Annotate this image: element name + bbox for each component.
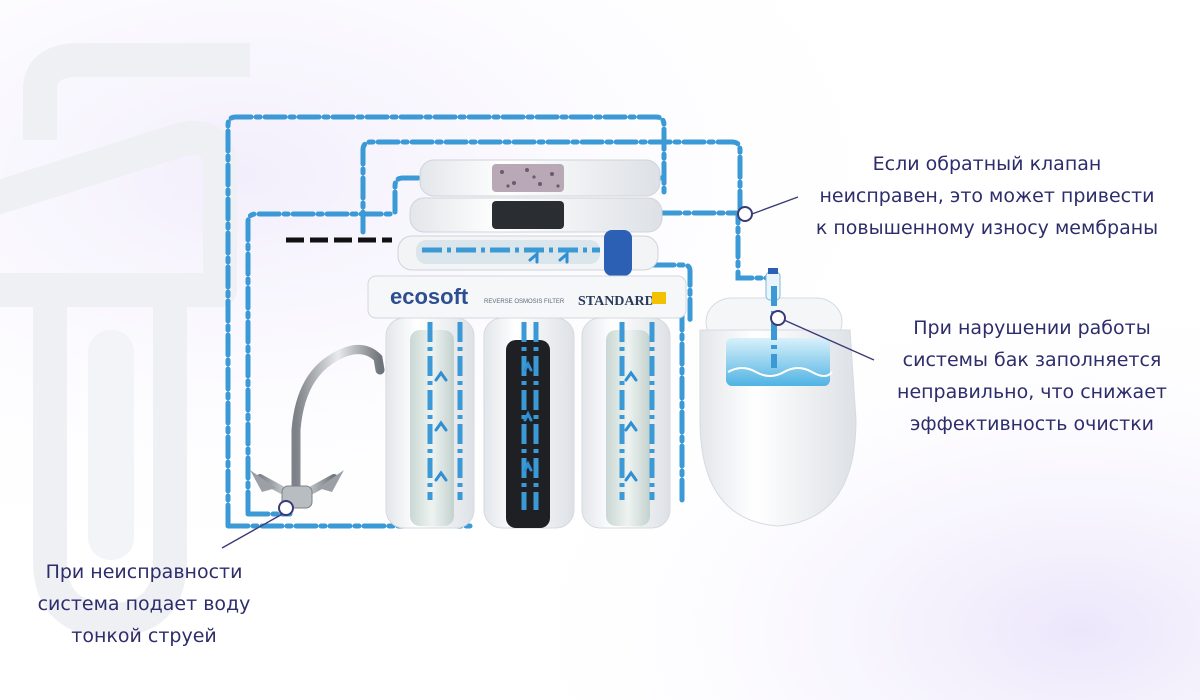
callout-line: тонкой струей — [71, 625, 217, 647]
callout-line: неисправен, это может привести — [819, 185, 1155, 207]
background-glass-icon — [88, 330, 134, 560]
mounting-panel: ecosoft REVERSE OSMOSIS FILTER STANDARD — [367, 275, 687, 319]
model-label: STANDARD — [578, 294, 655, 309]
callout-line: к повышенному износу мембраны — [815, 217, 1159, 239]
callout-line: Если обратный клапан — [872, 153, 1102, 175]
storage-tank — [699, 268, 857, 527]
membrane-housing — [397, 230, 659, 276]
callout-line: При нарушении работы — [913, 317, 1151, 339]
callout-line: неправильно, что снижает — [897, 381, 1167, 403]
top-filter-stage-2 — [409, 197, 663, 233]
callout-line: системы бак заполняется — [902, 349, 1162, 371]
panel-caption: REVERSE OSMOSIS FILTER — [484, 299, 565, 305]
pointer-markers — [278, 206, 786, 516]
callout-line: система подает воду — [37, 593, 251, 615]
callout-faucet: При неисправности система подает воду то… — [8, 556, 280, 652]
brand-logo: ecosoft — [390, 284, 469, 309]
callout-line: эффективность очистки — [909, 413, 1155, 435]
callout-check-valve: Если обратный клапан неисправен, это мож… — [792, 148, 1182, 244]
callout-line: При неисправности — [45, 561, 243, 583]
top-filter-stage-1 — [419, 159, 661, 197]
callout-tank: При нарушении работы системы бак заполня… — [872, 312, 1192, 440]
vertical-filter-2 — [483, 317, 575, 529]
vertical-filter-3 — [581, 317, 671, 529]
background-faucet-icon — [0, 43, 250, 637]
pointer-lines — [221, 196, 875, 549]
